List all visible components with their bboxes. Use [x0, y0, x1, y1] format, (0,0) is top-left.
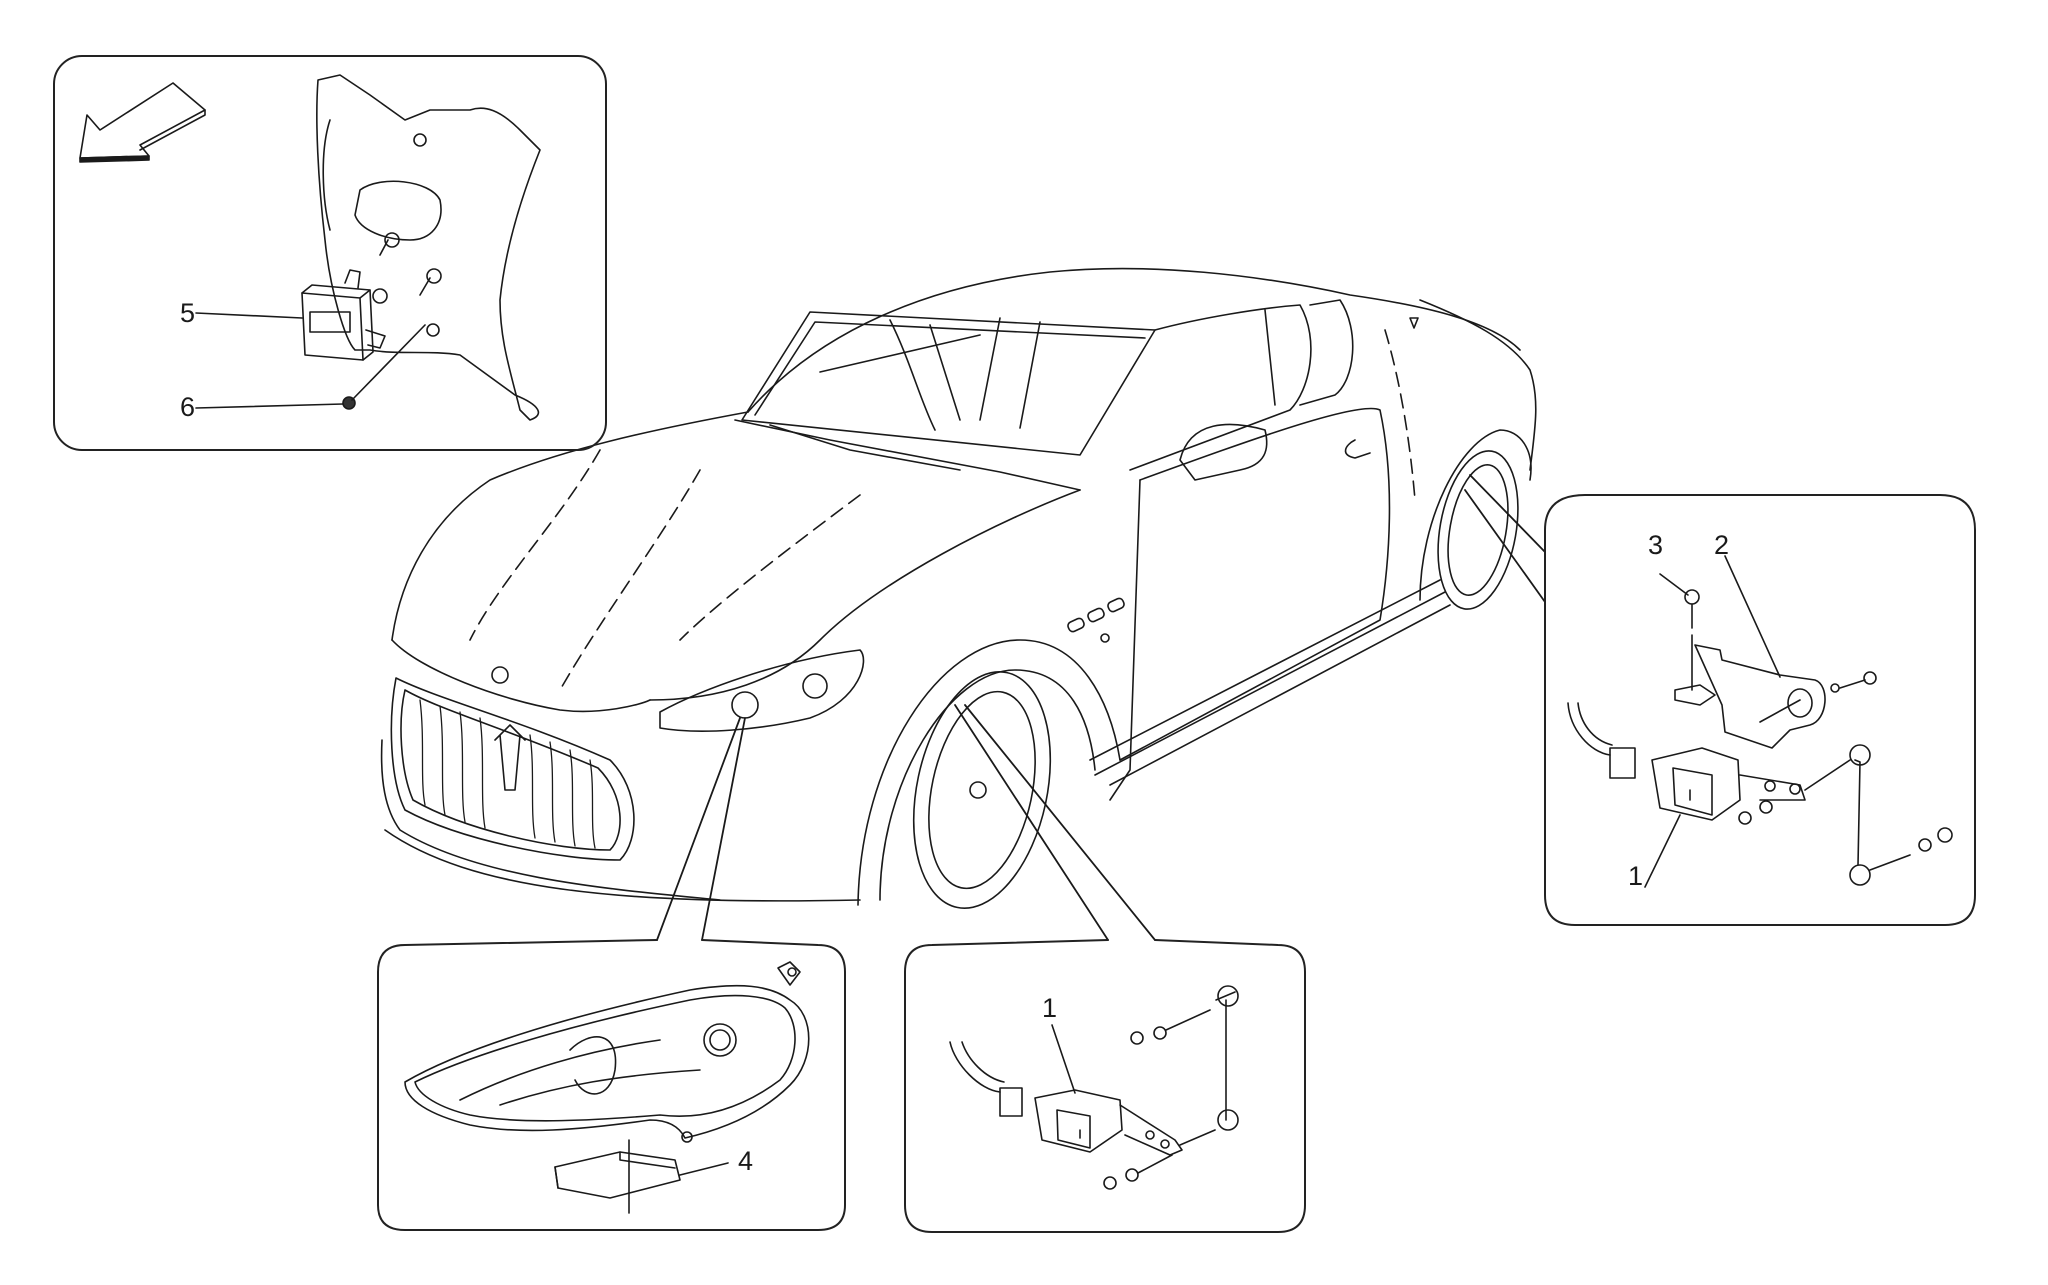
- panel-rear-sensor: [1544, 494, 1976, 926]
- car-illustration: [380, 267, 1537, 909]
- leader-lines: [656, 474, 1546, 941]
- callout-5: 5: [180, 298, 196, 328]
- panel-front-sensor: [904, 939, 1306, 1233]
- callout-6: 6: [180, 392, 196, 422]
- callout-2: 2: [1714, 530, 1730, 560]
- callout-1-rear: 1: [1628, 861, 1644, 891]
- callout-4: 4: [738, 1146, 754, 1176]
- panel-headlight: [377, 939, 846, 1231]
- callout-3: 3: [1648, 530, 1664, 560]
- front-direction-arrow: [79, 82, 206, 159]
- callout-1-front: 1: [1042, 993, 1058, 1023]
- panel-control-unit: [53, 55, 607, 451]
